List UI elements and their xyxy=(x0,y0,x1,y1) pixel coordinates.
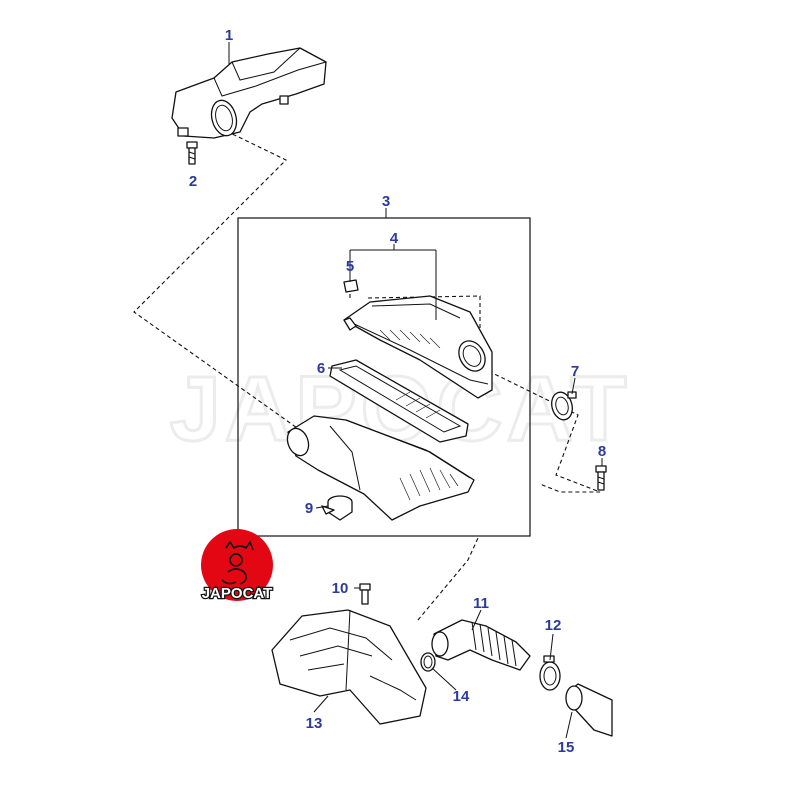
callout-1: 1 xyxy=(225,27,233,44)
part-4-air-cleaner-cover xyxy=(343,295,493,399)
callout-14: 14 xyxy=(453,688,470,705)
callout-6: 6 xyxy=(317,360,325,377)
callout-7: 7 xyxy=(571,363,579,380)
callout-2: 2 xyxy=(189,173,197,190)
part-14-ring xyxy=(420,652,436,672)
part-10-bolt xyxy=(359,583,371,605)
part-9-valve xyxy=(321,495,353,521)
part-1-intake-duct xyxy=(171,47,327,139)
callout-12: 12 xyxy=(545,617,562,634)
part-15-tube xyxy=(565,683,613,737)
logo-text: JAPOCAT xyxy=(202,585,273,602)
callout-10: 10 xyxy=(332,580,349,597)
part-6-filter-element xyxy=(329,359,469,443)
part-3-lower-housing xyxy=(286,415,475,521)
part-12-clamp xyxy=(539,655,561,691)
part-8-bolt xyxy=(595,465,607,491)
callout-3: 3 xyxy=(382,193,390,210)
callout-8: 8 xyxy=(598,443,606,460)
callout-13: 13 xyxy=(306,715,323,732)
assembly-frame xyxy=(237,217,531,537)
leader-lines xyxy=(228,42,603,739)
part-2-bolt xyxy=(186,141,198,165)
part-5-clip xyxy=(343,279,359,293)
callout-4: 4 xyxy=(390,230,399,247)
part-7-clamp xyxy=(551,391,577,421)
callout-numbers: 1 2 3 4 5 6 7 8 9 10 11 12 13 14 15 xyxy=(189,27,606,756)
callout-9: 9 xyxy=(305,500,313,517)
part-13-lower-duct xyxy=(271,609,427,725)
callout-15: 15 xyxy=(558,739,575,756)
japocat-logo: JAPOCAT xyxy=(200,529,274,603)
part-11-intake-hose xyxy=(431,619,531,671)
cat-icon xyxy=(221,540,254,585)
logo-disc xyxy=(201,529,273,601)
callout-11: 11 xyxy=(473,595,489,612)
callout-5: 5 xyxy=(346,258,354,275)
